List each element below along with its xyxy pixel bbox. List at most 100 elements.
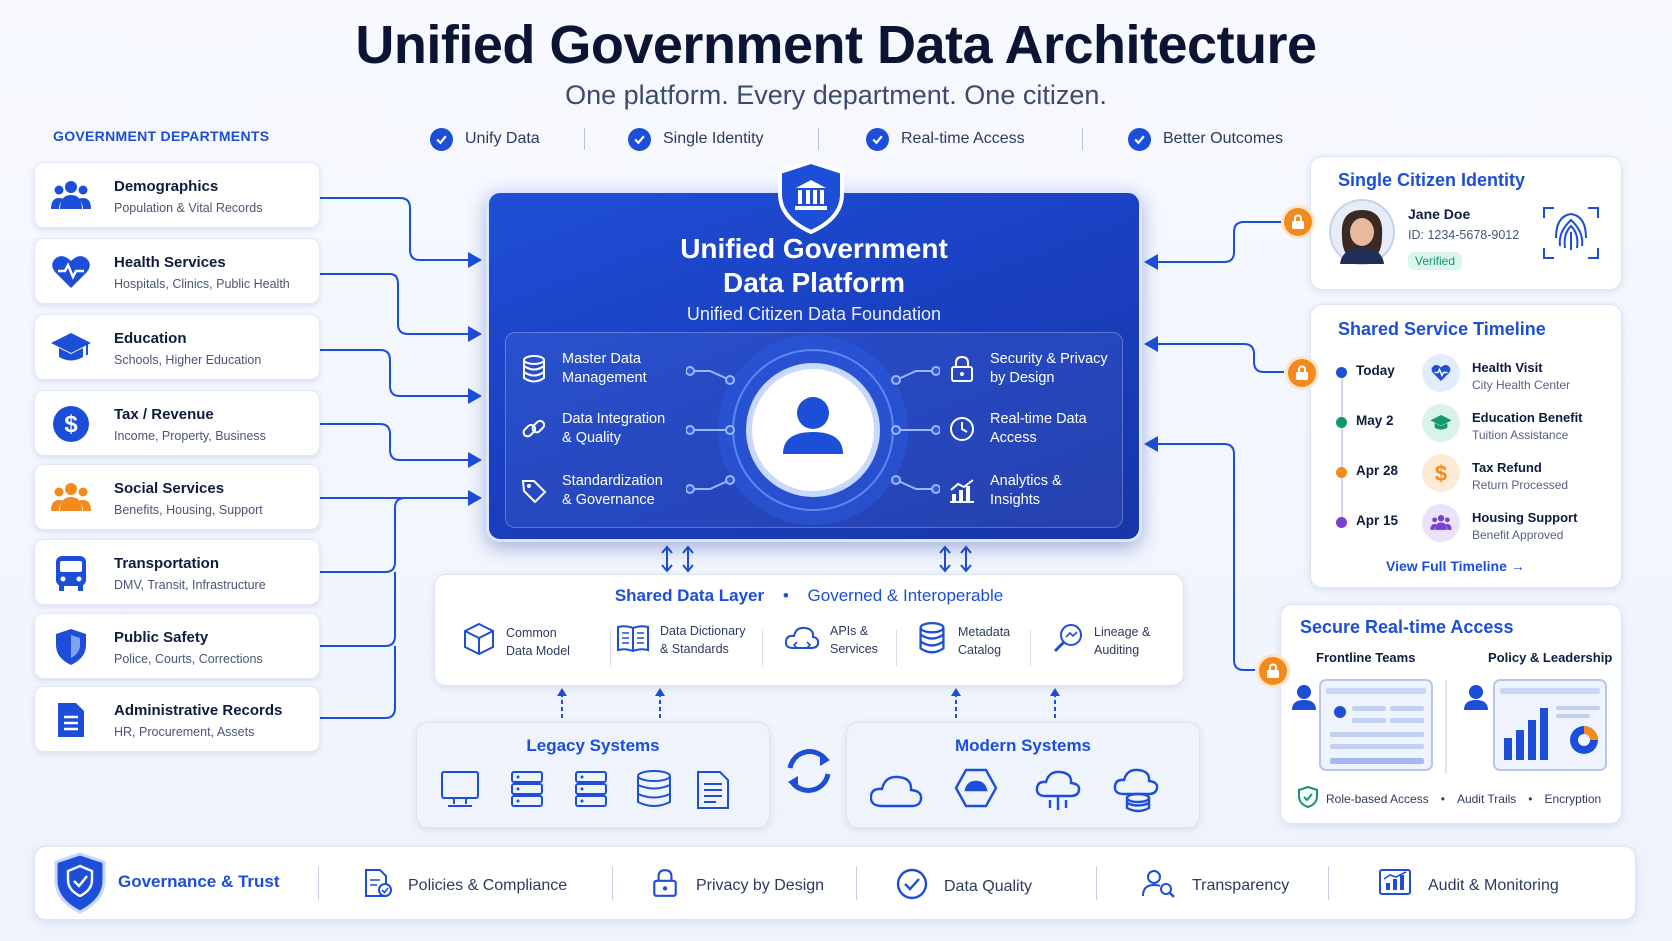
legacy-systems-title: Legacy Systems bbox=[526, 736, 660, 755]
department-demographics[interactable]: Demographics Population & Vital Records bbox=[34, 162, 320, 228]
book-icon bbox=[616, 623, 650, 658]
check-icon bbox=[430, 127, 453, 151]
shared-layer-header: Shared Data Layer • Governed & Interoper… bbox=[614, 586, 1004, 605]
fingerprint-icon bbox=[1543, 207, 1599, 259]
divider bbox=[610, 630, 611, 666]
departments-heading: GOVERNMENT DEPARTMENTS bbox=[53, 128, 270, 144]
check-icon bbox=[866, 127, 889, 151]
government-building-icon bbox=[776, 159, 846, 239]
capability-data-integration: Data Integration& Quality bbox=[520, 410, 665, 448]
lock-icon bbox=[1288, 359, 1316, 387]
sdl-data-dictionary[interactable]: Data Dictionary& Standards bbox=[616, 622, 745, 658]
benefit-single-identity: Single Identity bbox=[628, 126, 764, 152]
database-icon bbox=[520, 355, 548, 383]
check-icon bbox=[628, 127, 651, 151]
department-tax-revenue[interactable]: $ Tax / Revenue Income, Property, Busine… bbox=[34, 390, 320, 456]
divider bbox=[856, 866, 857, 900]
sync-icon bbox=[787, 749, 831, 793]
divider bbox=[612, 866, 613, 900]
governance-privacy-by-design[interactable]: Privacy by Design bbox=[652, 868, 824, 903]
modern-system-icons bbox=[870, 768, 1159, 813]
divider bbox=[1096, 866, 1097, 900]
clock-icon bbox=[948, 415, 976, 443]
service-timeline-card bbox=[1310, 304, 1622, 588]
modern-systems-title: Modern Systems bbox=[954, 736, 1092, 755]
department-public-safety[interactable]: Public Safety Police, Courts, Correction… bbox=[34, 613, 320, 679]
governance-transparency[interactable]: Transparency bbox=[1142, 868, 1289, 903]
check-icon bbox=[1128, 127, 1151, 151]
community-icon bbox=[51, 478, 91, 518]
citizen-id: ID: 1234-5678-9012 bbox=[1408, 228, 1520, 242]
department-health-services[interactable]: Health Services Hospitals, Clinics, Publ… bbox=[34, 238, 320, 304]
department-social-services[interactable]: Social Services Benefits, Housing, Suppo… bbox=[34, 464, 320, 530]
benefit-unify-data: Unify Data bbox=[430, 126, 540, 152]
secure-access-title: Secure Real-time Access bbox=[1300, 617, 1514, 637]
governance-audit-monitoring[interactable]: Audit & Monitoring bbox=[1378, 868, 1559, 903]
timeline-item-apr-15[interactable]: Apr 15 Housing Support Benefit Approved bbox=[1336, 504, 1596, 553]
verified-badge: Verified bbox=[1408, 252, 1463, 270]
divider bbox=[1082, 128, 1083, 150]
svg-text:$: $ bbox=[64, 411, 78, 438]
governance-trust-bar bbox=[34, 846, 1636, 920]
timeline-dot bbox=[1336, 367, 1347, 378]
timeline-item-may-2[interactable]: May 2 Education Benefit Tuition Assistan… bbox=[1336, 404, 1596, 453]
legacy-systems-panel bbox=[416, 722, 770, 828]
timeline-item-today[interactable]: Today Health Visit City Health Center bbox=[1336, 354, 1596, 403]
database-icon bbox=[918, 622, 946, 659]
monitor-chart-icon bbox=[1378, 868, 1412, 903]
lock-icon bbox=[1284, 208, 1312, 236]
tag-icon bbox=[520, 477, 548, 505]
timeline-dot bbox=[1336, 517, 1347, 528]
timeline-title: Shared Service Timeline bbox=[1338, 319, 1546, 339]
benefit-real-time-access: Real-time Access bbox=[866, 126, 1025, 152]
lock-icon bbox=[1259, 657, 1287, 685]
policy-document-icon bbox=[364, 868, 392, 903]
governance-title: Governance & Trust bbox=[118, 872, 280, 891]
frontline-teams-label: Frontline Teams bbox=[1316, 650, 1416, 665]
shield-icon bbox=[51, 627, 91, 667]
capability-analytics: Analytics &Insights bbox=[948, 472, 1062, 510]
avatar bbox=[1329, 199, 1395, 265]
timeline-item-apr-28[interactable]: Apr 28 $ Tax Refund Return Processed bbox=[1336, 454, 1596, 503]
timeline-dot bbox=[1336, 417, 1347, 428]
capability-standardization: Standardization& Governance bbox=[520, 472, 663, 510]
graduation-cap-icon bbox=[1422, 404, 1460, 442]
governance-policies-compliance[interactable]: Policies & Compliance bbox=[364, 868, 567, 903]
timeline-dot bbox=[1336, 467, 1347, 478]
lock-icon bbox=[652, 868, 678, 903]
platform-subtitle: Unified Citizen Data Foundation bbox=[686, 304, 942, 324]
chart-icon bbox=[948, 477, 976, 505]
divider bbox=[318, 866, 319, 900]
citizen-name: Jane Doe bbox=[1408, 206, 1471, 222]
document-icon bbox=[51, 700, 91, 740]
cube-icon bbox=[462, 622, 496, 661]
department-education[interactable]: Education Schools, Higher Education bbox=[34, 314, 320, 380]
department-transportation[interactable]: Transportation DMV, Transit, Infrastruct… bbox=[34, 539, 320, 605]
access-footer: Role-based Access • Audit Trails • Encry… bbox=[1298, 785, 1601, 811]
legacy-system-icons bbox=[441, 770, 729, 809]
shield-check-icon bbox=[1298, 785, 1318, 811]
divider bbox=[818, 128, 819, 150]
divider bbox=[1328, 866, 1329, 900]
divider bbox=[896, 630, 897, 666]
heart-icon bbox=[1422, 354, 1460, 392]
user-search-icon bbox=[1142, 868, 1176, 903]
department-administrative-records[interactable]: Administrative Records HR, Procurement, … bbox=[34, 686, 320, 752]
check-circle-icon bbox=[896, 868, 928, 905]
divider bbox=[1030, 630, 1031, 666]
sdl-apis-services[interactable]: APIs &Services bbox=[784, 622, 878, 658]
dollar-icon: $ bbox=[1422, 454, 1460, 492]
people-icon bbox=[1422, 504, 1460, 542]
view-full-timeline-link[interactable]: View Full Timeline → bbox=[1386, 558, 1525, 574]
governance-data-quality[interactable]: Data Quality bbox=[896, 868, 1032, 905]
link-icon bbox=[520, 415, 548, 443]
magnifier-icon bbox=[1052, 622, 1084, 659]
page-title: Unified Government Data Architecture bbox=[355, 15, 1317, 75]
citizen-hub bbox=[686, 335, 940, 525]
sdl-lineage-auditing[interactable]: Lineage &Auditing bbox=[1052, 622, 1150, 659]
